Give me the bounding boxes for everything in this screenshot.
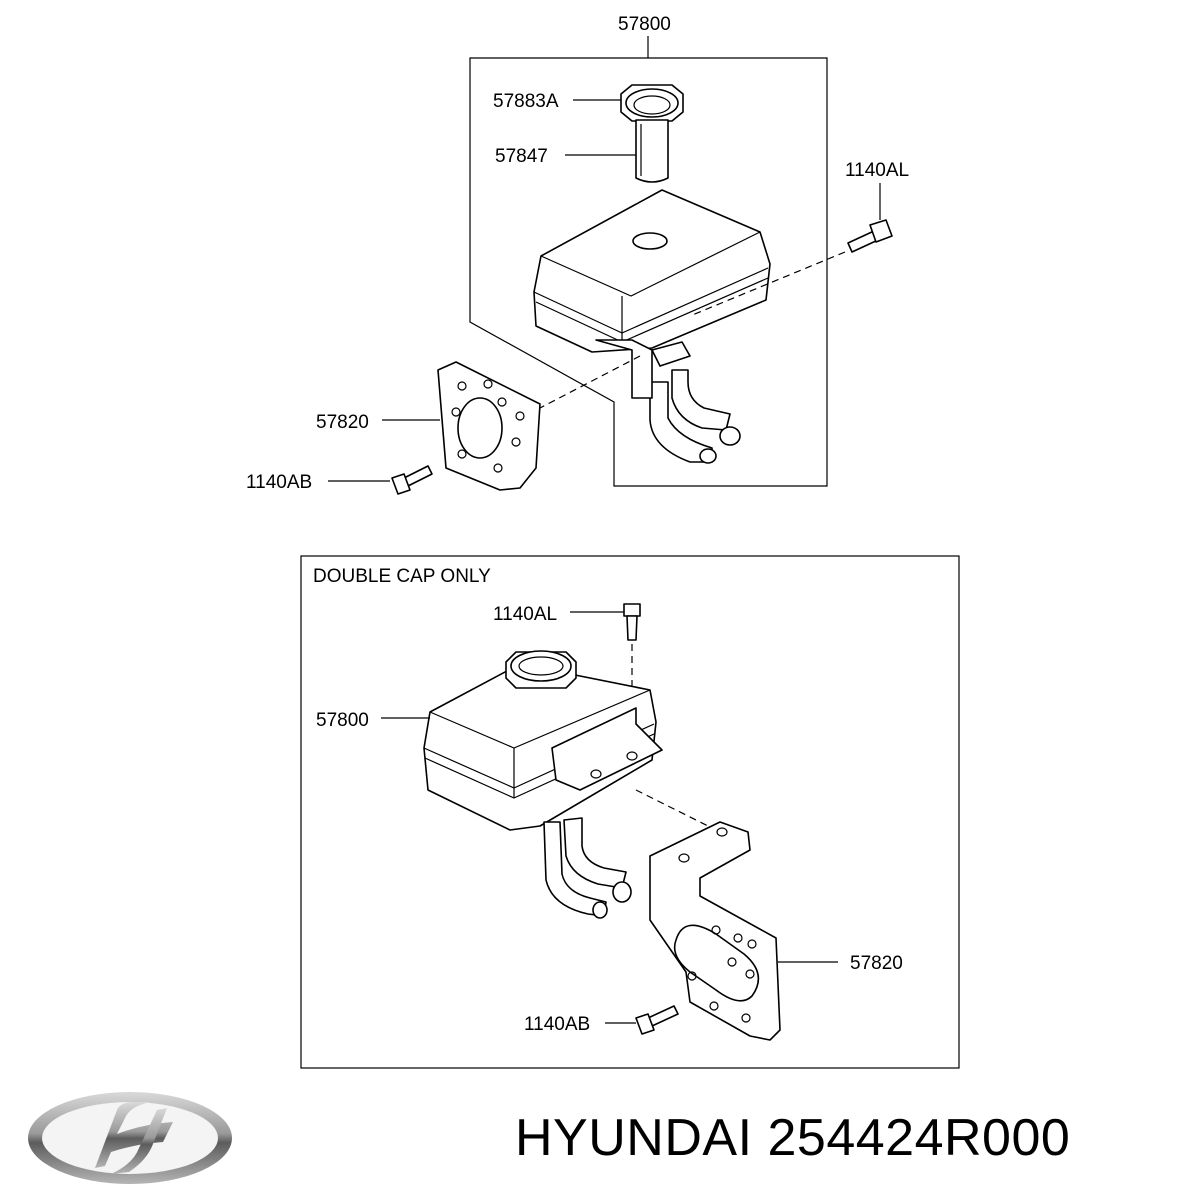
bolt-lower	[391, 465, 433, 495]
top-section: 57800 57883A 57847 1140AL	[246, 14, 909, 495]
bolt-upper	[847, 219, 893, 253]
hyundai-logo-icon	[28, 1092, 232, 1184]
label-bracket-57820-bottom: 57820	[850, 953, 903, 974]
bracket-plate-bottom	[649, 821, 781, 1041]
strainer	[635, 119, 669, 183]
label-strainer-57847: 57847	[495, 146, 548, 167]
label-assembly-57800: 57800	[618, 14, 671, 35]
label-reservoir-57800-bottom: 57800	[316, 710, 369, 731]
bolt-upper-bottom	[623, 603, 641, 641]
caption-double-cap: DOUBLE CAP ONLY	[313, 566, 491, 587]
reservoir-tank	[533, 189, 771, 464]
label-cap-57883A: 57883A	[493, 91, 559, 112]
mounting-plate	[437, 361, 541, 491]
label-bolt-1140AL: 1140AL	[845, 160, 909, 181]
parts-diagram: 57800 57883A 57847 1140AL	[246, 14, 960, 1069]
double-cap-frame	[300, 555, 960, 1069]
filler-cap	[620, 84, 684, 122]
label-plate-57820: 57820	[316, 412, 369, 433]
bolt-lower-bottom	[635, 1005, 679, 1035]
brand-part-number: HYUNDAI 254424R000	[515, 1109, 1071, 1167]
label-bolt-1140AL-bottom: 1140AL	[493, 604, 557, 625]
label-bolt-1140AB-bottom: 1140AB	[524, 1014, 590, 1035]
label-bolt-1140AB: 1140AB	[246, 472, 312, 493]
reservoir-tank-bottom	[423, 650, 663, 919]
bottom-section: DOUBLE CAP ONLY 1140AL	[300, 555, 960, 1069]
assembly-frame	[469, 57, 828, 487]
